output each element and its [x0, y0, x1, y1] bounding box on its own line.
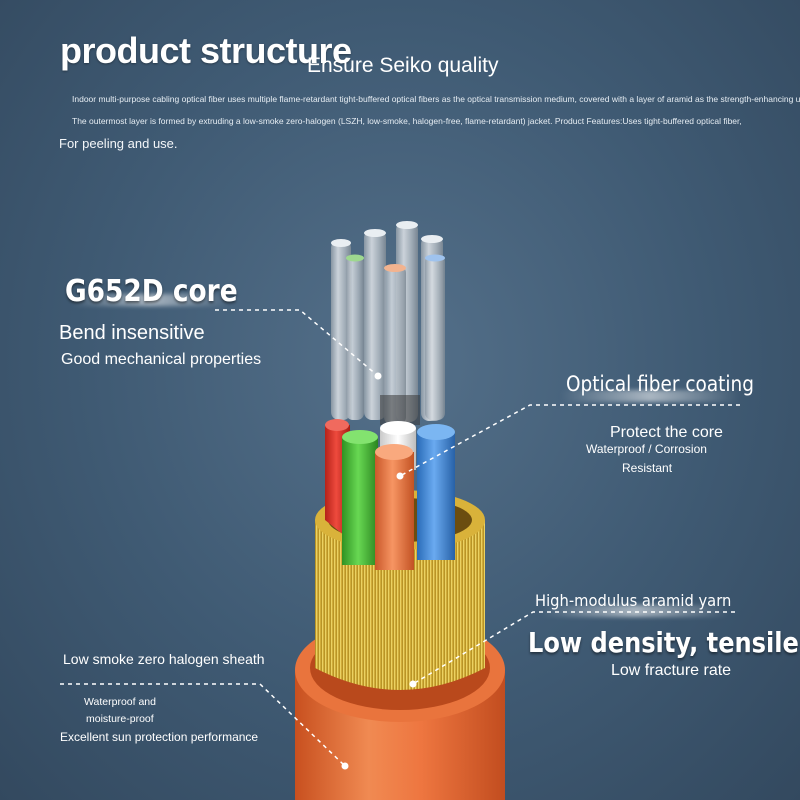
tight-buffered-fibers: [325, 419, 455, 570]
description-line-3: For peeling and use.: [59, 136, 178, 151]
title-glow: [560, 390, 740, 402]
core-title: G652D core: [65, 274, 238, 309]
glass-fiber-bundle: [331, 221, 445, 425]
aramid-title: High-modulus aramid yarn: [535, 591, 732, 610]
coating-title: Optical fiber coating: [566, 372, 754, 396]
sheath-feature-2: moisture-proof: [86, 713, 154, 725]
title-glow: [70, 294, 230, 306]
leader-dots: [341, 372, 417, 770]
page-title: product structure: [60, 30, 352, 71]
title-glow: [540, 605, 730, 617]
core-feature-2: Good mechanical properties: [61, 351, 262, 368]
description-line-1: Indoor multi-purpose cabling optical fib…: [72, 94, 800, 104]
coating-feature-1: Protect the core: [610, 424, 723, 441]
description-line-2: The outermost layer is formed by extrudi…: [72, 116, 742, 126]
aramid-feature-1: Low density, tensile: [528, 626, 799, 659]
core-feature-1: Bend insensitive: [59, 322, 205, 344]
coating-feature-2: Waterproof / Corrosion: [586, 442, 707, 456]
sheath-feature-3: Excellent sun protection performance: [60, 730, 259, 744]
aramid-feature-2: Low fracture rate: [611, 662, 732, 679]
sheath-feature-1: Waterproof and: [84, 696, 156, 708]
page-subtitle: Ensure Seiko quality: [307, 54, 499, 77]
coating-feature-3: Resistant: [622, 461, 673, 475]
sheath-title: Low smoke zero halogen sheath: [63, 651, 265, 667]
